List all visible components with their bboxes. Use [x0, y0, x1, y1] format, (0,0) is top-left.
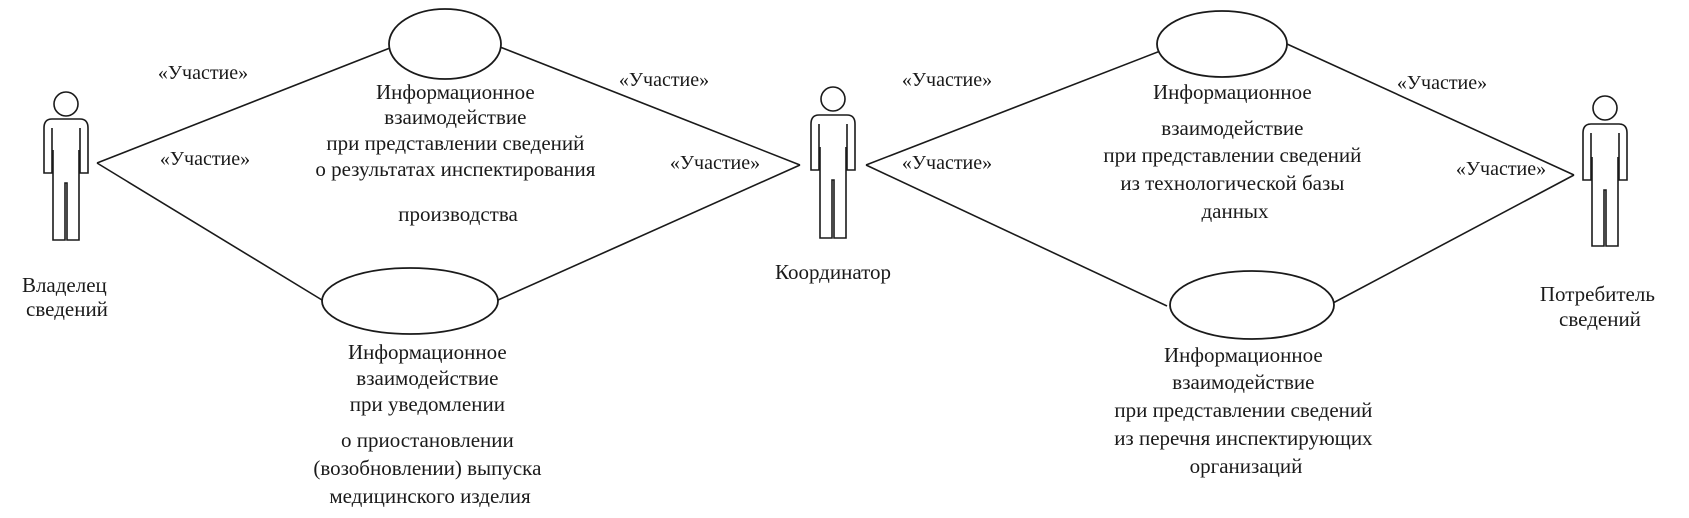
association-inspection-coordinator	[499, 46, 801, 166]
association-lines	[96, 43, 1575, 307]
use-case-tech-database-ellipse	[1156, 10, 1288, 78]
use-case-tech-database-label: Информационное взаимодействие при предст…	[1103, 80, 1366, 223]
stereotype-suspension-coordinator: «Участие»	[670, 152, 760, 174]
stereotype-owner-suspension: «Участие»	[160, 148, 250, 170]
association-suspension-coordinator	[497, 164, 801, 301]
association-coordinator-orgs	[865, 164, 1168, 307]
association-orgs-consumer	[1332, 174, 1575, 304]
association-techdb-consumer	[1286, 43, 1575, 176]
stereotype-coordinator-techdb: «Участие»	[902, 69, 992, 91]
stereotype-orgs-consumer: «Участие»	[1456, 158, 1546, 180]
association-owner-inspection	[96, 47, 391, 164]
use-case-inspecting-orgs-ellipse	[1169, 270, 1335, 340]
actor-coordinator-name: Координатор	[775, 260, 891, 284]
actor-consumer: Потребитель сведений	[1540, 95, 1660, 331]
actor-coordinator: Координатор	[775, 86, 891, 284]
actor-owner: Владелец сведений	[22, 91, 112, 321]
stereotype-inspection-coordinator: «Участие»	[619, 69, 709, 91]
use-case-ellipses	[321, 8, 1335, 340]
use-case-inspecting-orgs-label: Информационное взаимодействие при предст…	[1114, 343, 1378, 478]
stereotype-techdb-consumer: «Участие»	[1397, 72, 1487, 94]
stereotype-coordinator-orgs: «Участие»	[902, 152, 992, 174]
use-case-inspection-results-label: Информационное взаимодействие при предст…	[315, 80, 600, 226]
association-owner-suspension	[96, 162, 323, 301]
stick-figure-icon	[43, 91, 89, 241]
association-coordinator-techdb	[865, 47, 1169, 166]
use-case-suspension-notice-ellipse	[321, 267, 499, 335]
use-case-inspection-results-ellipse	[388, 8, 502, 80]
stereotype-owner-inspection: «Участие»	[158, 62, 248, 84]
stick-figure-icon	[1582, 95, 1628, 247]
use-case-suspension-notice-label: Информационное взаимодействие при уведом…	[313, 340, 546, 508]
actor-owner-name: Владелец сведений	[22, 273, 112, 321]
actor-consumer-name: Потребитель сведений	[1540, 282, 1660, 331]
stick-figure-icon	[810, 86, 856, 239]
